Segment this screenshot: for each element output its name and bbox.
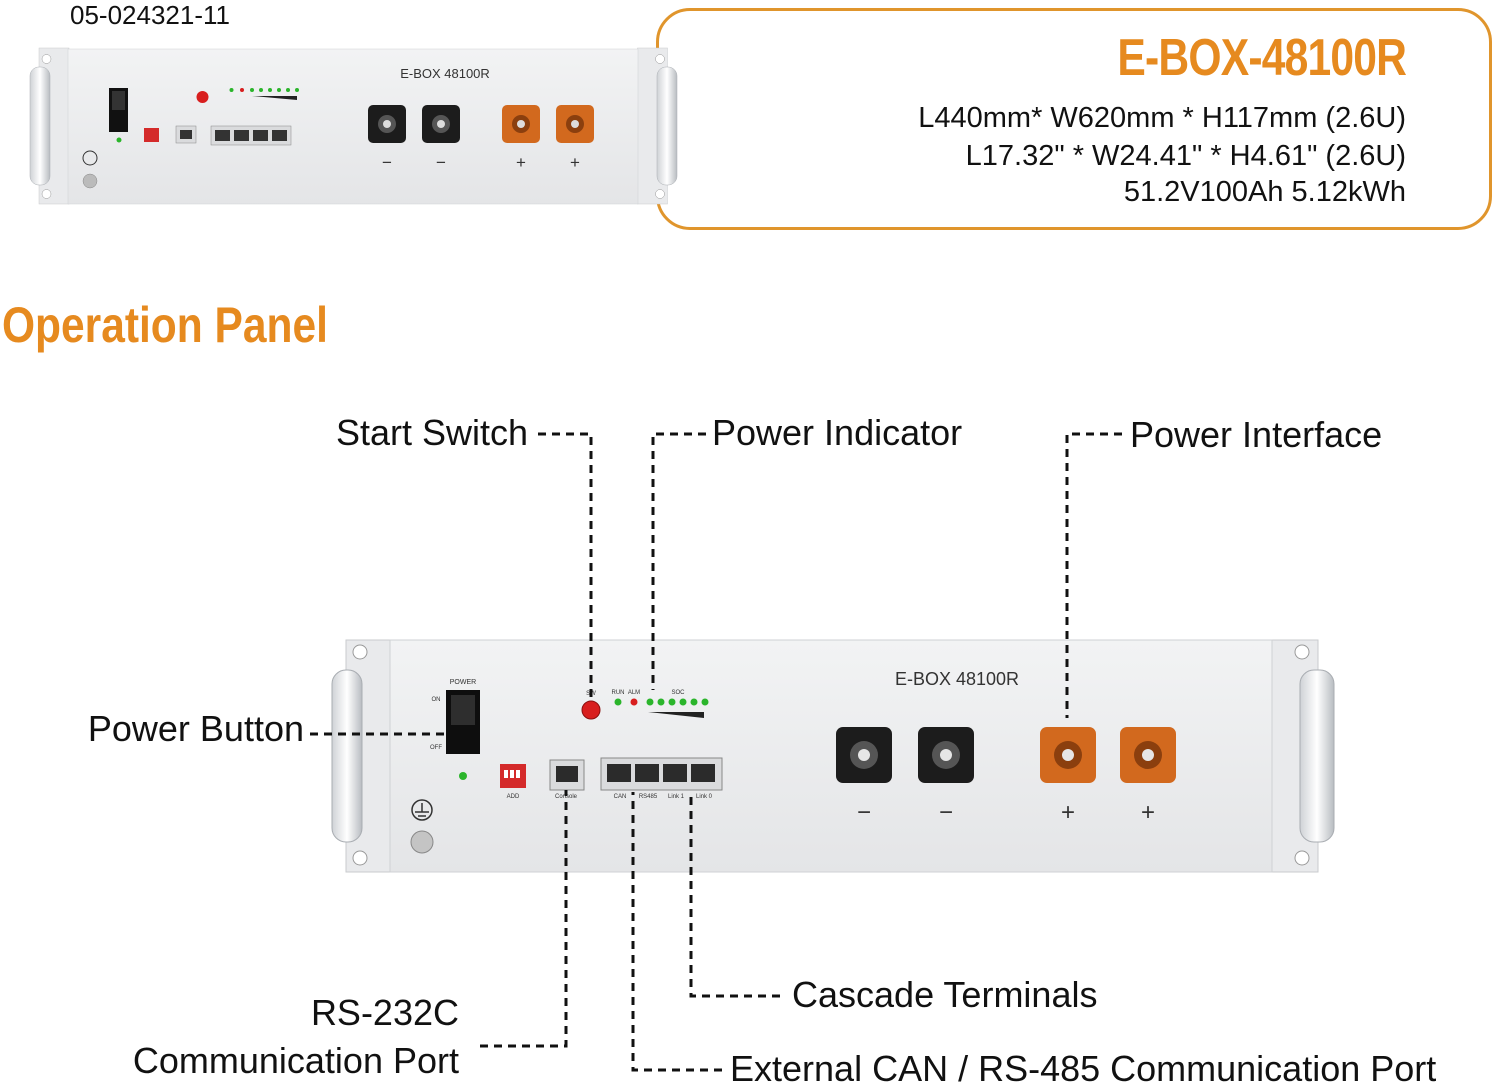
- handle-left: [331, 669, 363, 843]
- start-switch: [581, 700, 601, 720]
- callout-lines: [310, 432, 1122, 1072]
- port-label-link1: Link 1: [668, 794, 685, 800]
- console-label: Console: [555, 794, 578, 800]
- terminal-label-1: −: [857, 799, 871, 826]
- power-indicator: [614, 698, 709, 718]
- line-start-switch: [538, 432, 593, 700]
- callout-rs232-line1: RS-232C: [310, 992, 459, 1033]
- add-label: ADD: [507, 794, 520, 800]
- spec-capacity: 51.2V100Ah 5.12kWh: [1123, 176, 1406, 208]
- panel-model-label: E-BOX 48100R: [895, 669, 1019, 689]
- terminal-positive-1: [1040, 727, 1096, 783]
- ground-icon: [411, 799, 433, 821]
- large-device: E-BOX 48100R POWER ON OFF SW RUN ALM SOC…: [331, 639, 1335, 873]
- model-title: E-BOX-48100R: [1117, 29, 1407, 87]
- alm-label: ALM: [628, 690, 640, 696]
- terminal-negative-2: [918, 727, 974, 783]
- part-number: 05-024321-11: [70, 0, 230, 30]
- terminal-label-3: +: [1061, 799, 1075, 826]
- svg-text:−: −: [382, 153, 392, 172]
- callout-start-switch: Start Switch: [335, 412, 528, 453]
- spec-dimensions-in: L17.32" * W24.41" * H4.61" (2.6U): [965, 140, 1406, 172]
- small-device: E-BOX 48100R −: [29, 47, 678, 205]
- section-title: Operation Panel: [2, 297, 328, 353]
- svg-text:E-BOX 48100R: E-BOX 48100R: [400, 66, 490, 81]
- on-label: ON: [432, 697, 441, 703]
- callout-power-button: Power Button: [87, 708, 304, 749]
- callout-power-interface: Power Interface: [1130, 414, 1383, 455]
- terminal-positive-2: [1120, 727, 1176, 783]
- svg-text:−: −: [436, 153, 446, 172]
- svg-text:+: +: [570, 153, 580, 172]
- ground-screw: [410, 830, 434, 854]
- line-power-interface: [1065, 432, 1122, 718]
- callout-rs232-line2: Communication Port: [132, 1040, 459, 1081]
- power-led: [459, 772, 467, 780]
- callout-power-indicator: Power Indicator: [712, 412, 963, 453]
- spec-dimensions-mm: L440mm* W620mm * H117mm (2.6U): [918, 102, 1406, 134]
- run-label: RUN: [612, 690, 625, 696]
- line-cascade: [689, 792, 780, 998]
- callout-cascade-terminals: Cascade Terminals: [792, 974, 1098, 1015]
- handle-right: [1299, 669, 1335, 843]
- terminal-label-4: +: [1141, 799, 1155, 826]
- line-power-indicator: [651, 432, 706, 690]
- off-label: OFF: [430, 745, 442, 751]
- soc-label: SOC: [671, 690, 685, 696]
- port-label-can: CAN: [614, 794, 627, 800]
- line-external-can: [631, 792, 722, 1072]
- terminal-label-2: −: [939, 799, 953, 826]
- line-rs232: [480, 790, 568, 1048]
- terminal-negative-1: [836, 727, 892, 783]
- svg-text:+: +: [516, 153, 526, 172]
- callout-external-can: External CAN / RS-485 Communication Port: [730, 1048, 1437, 1089]
- port-label-link0: Link 0: [696, 794, 713, 800]
- port-label-rs485: RS485: [639, 794, 658, 800]
- power-label: POWER: [450, 679, 476, 686]
